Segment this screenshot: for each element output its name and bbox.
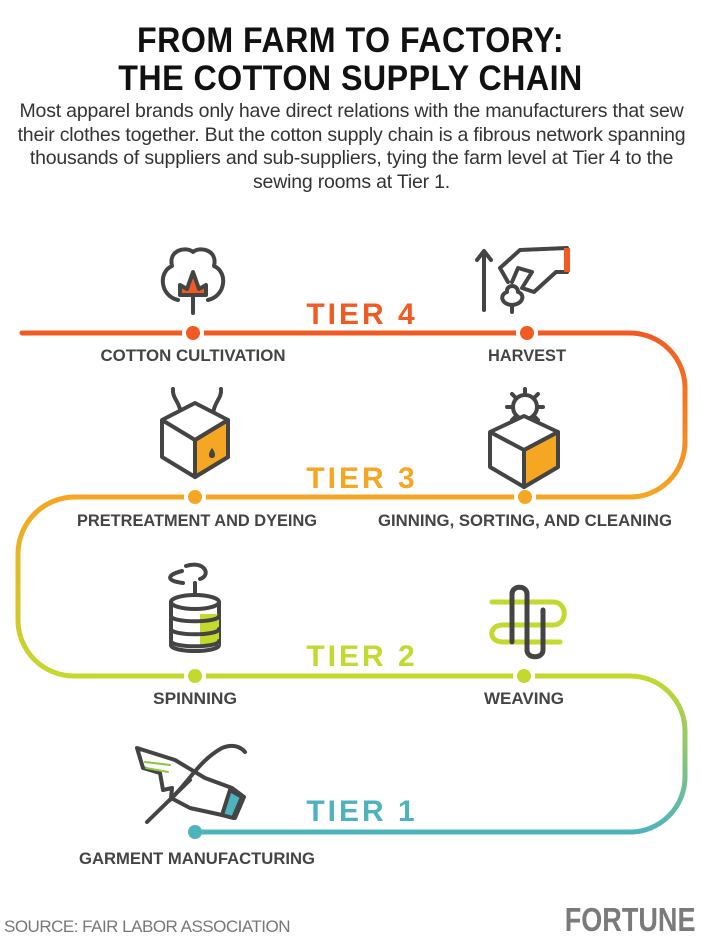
title-line-1: FROM FARM TO FACTORY: <box>136 21 565 60</box>
harvest-hand-icon <box>475 246 570 314</box>
intro-paragraph: Most apparel brands only have direct rel… <box>17 100 686 193</box>
stage-dot-cotton-cultivation <box>186 326 200 340</box>
stage-label-garment: GARMENT MANUFACTURING <box>79 849 315 868</box>
page-title: FROM FARM TO FACTORY: THE COTTON SUPPLY … <box>0 22 701 98</box>
dye-box-icon <box>160 387 230 479</box>
stage-label-harvest: HARVEST <box>488 346 567 365</box>
stage-label-spinning: SPINNING <box>153 689 237 708</box>
source-note: SOURCE: FAIR LABOR ASSOCIATION <box>4 917 291 936</box>
stage-dot-weaving <box>517 669 531 683</box>
ginning-box-icon <box>488 387 560 489</box>
tier-1-label: TIER 1 <box>306 795 417 828</box>
stage-dot-ginning <box>518 490 532 504</box>
tier-4-label: TIER 4 <box>306 298 417 331</box>
sewing-hand-icon <box>135 743 247 824</box>
title-line-2: THE COTTON SUPPLY CHAIN <box>118 59 583 98</box>
stage-dot-pretreatment <box>188 490 202 504</box>
cotton-plant-icon <box>161 247 225 315</box>
supply-chain-path <box>15 330 688 835</box>
stage-dot-garment <box>188 825 202 839</box>
stage-label-weaving: WEAVING <box>484 689 564 708</box>
tier-3-label: TIER 3 <box>306 462 417 495</box>
stage-dot-spinning <box>188 669 202 683</box>
weaving-icon <box>489 584 567 660</box>
stage-dot-harvest <box>520 326 534 340</box>
stage-label-ginning: GINNING, SORTING, AND CLEANING <box>378 511 672 530</box>
spinning-spool-icon <box>168 562 221 653</box>
stage-label-cotton-cultivation: COTTON CULTIVATION <box>101 346 286 365</box>
stage-label-pretreatment: PRETREATMENT AND DYEING <box>77 511 317 530</box>
tier-2-label: TIER 2 <box>306 640 417 673</box>
fortune-logo: FORTUNE <box>564 901 695 938</box>
